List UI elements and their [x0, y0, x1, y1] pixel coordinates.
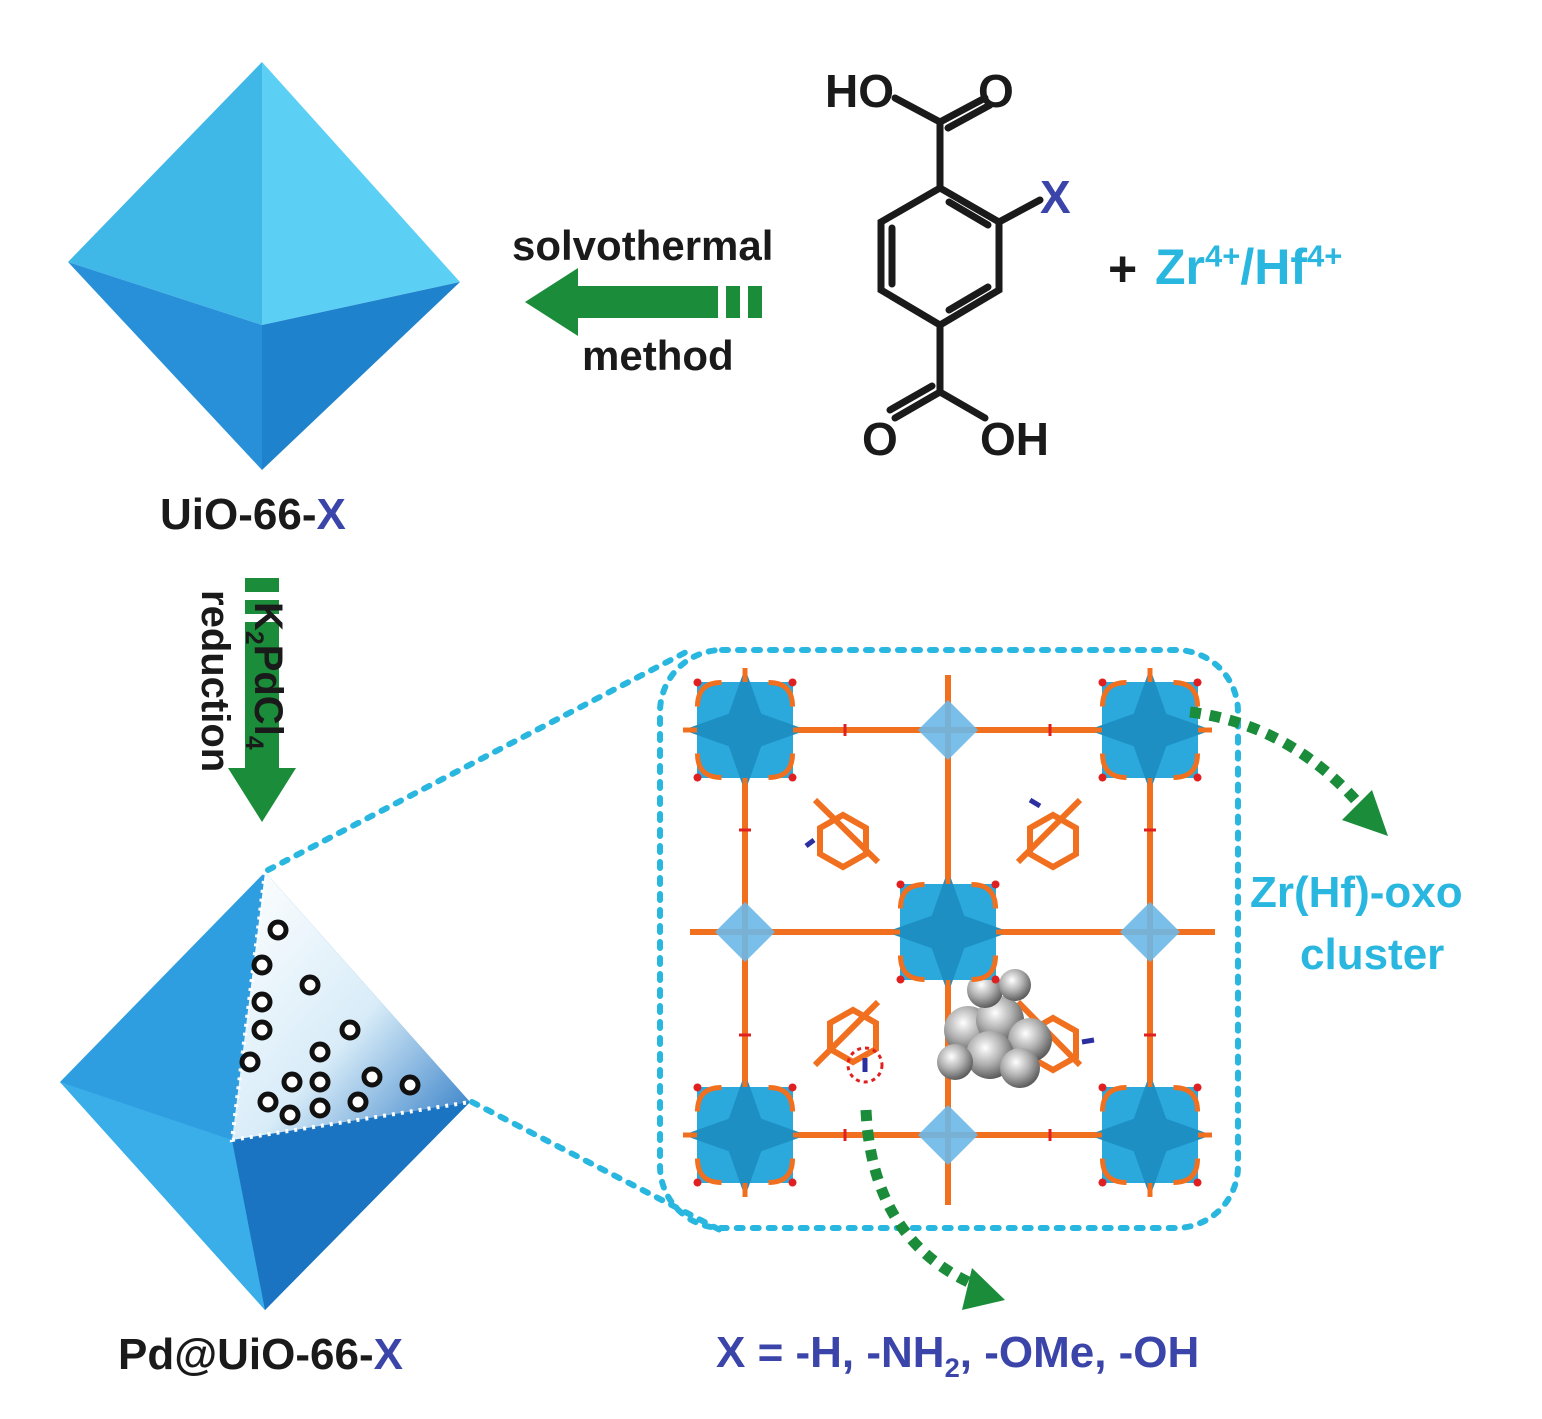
cluster-label-line1: Zr(Hf)-oxo: [1250, 868, 1463, 917]
atom-ho-top: HO: [825, 65, 894, 117]
linker-molecule: [877, 94, 1044, 422]
pd-particle: [309, 1071, 331, 1093]
pd-particle: [347, 1091, 369, 1113]
pd-particle: [257, 1091, 279, 1113]
atom-o-bottom: O: [862, 413, 898, 465]
plus-sign: +: [1108, 241, 1138, 297]
oxo-cluster-node: [1088, 1073, 1212, 1197]
pd-particle: [251, 1019, 273, 1041]
uio66-octahedron: [68, 62, 460, 470]
method-label: method: [582, 332, 734, 379]
pd-particle: [267, 919, 289, 941]
hf-text: /Hf: [1240, 239, 1308, 295]
pdcl-text: PdCl: [246, 644, 290, 736]
cluster-label-line2: cluster: [1300, 930, 1445, 979]
cl-sub-4: 4: [240, 735, 267, 750]
pd-particle: [339, 1019, 361, 1041]
pd-nanoparticles: [239, 919, 421, 1126]
atom-o-top: O: [978, 65, 1014, 117]
pd-particle: [361, 1066, 383, 1088]
pd-particle: [281, 1071, 303, 1093]
uio66-label: UiO-66-X: [160, 490, 346, 540]
pd-particle: [299, 974, 321, 996]
solvothermal-label: solvothermal: [512, 222, 774, 269]
k-text: K: [246, 602, 290, 631]
adsorbed-molecule: [937, 969, 1052, 1088]
pd-uio66-label-prefix: Pd@UiO-66-: [118, 1330, 374, 1379]
zr-text: Zr: [1155, 239, 1205, 295]
pd-uio66-label-x: X: [373, 1330, 403, 1379]
uio66-label-x: X: [316, 490, 346, 539]
pd-particle: [251, 991, 273, 1013]
pd-particle: [399, 1074, 421, 1096]
k-sub-2: 2: [240, 630, 267, 645]
reduction-label: reduction: [193, 590, 237, 773]
pd-particle: [279, 1104, 301, 1126]
oxo-cluster-node: [683, 1073, 807, 1197]
reduction-arrow: [228, 578, 296, 822]
uio66-label-prefix: UiO-66-: [160, 490, 317, 539]
oxo-cluster-node: [683, 668, 807, 792]
atom-x-substituent: X: [1040, 171, 1071, 223]
pd-particle: [239, 1051, 261, 1073]
x-def-sub: 2: [944, 1351, 960, 1383]
pd-particle: [309, 1041, 331, 1063]
x-def-part1: X = -H, -NH: [716, 1328, 945, 1377]
oxo-cluster-node: [1088, 668, 1212, 792]
oxo-cluster-node: [886, 870, 1010, 994]
solvothermal-arrow: [525, 268, 762, 336]
zoom-frame: [657, 647, 1241, 1231]
cluster-pointer-arrow: [1189, 706, 1388, 836]
pd-uio66-label: Pd@UiO-66-X: [118, 1330, 403, 1380]
x-def-part2: , -OMe, -OH: [959, 1328, 1200, 1377]
zr-charge: 4+: [1205, 238, 1241, 274]
hf-charge: 4+: [1307, 238, 1343, 274]
pd-particle: [251, 954, 273, 976]
atom-oh-bottom: OH: [980, 413, 1049, 465]
x-definition-label: X = -H, -NH2, -OMe, -OH: [716, 1328, 1199, 1384]
x-site-highlight: [846, 1046, 884, 1084]
k2pdcl4-label: K2PdCl4: [239, 602, 290, 750]
pd-uio66-octahedron: [60, 871, 471, 1310]
x-site-pointer-arrow: [860, 1109, 1005, 1310]
metal-ions-label: Zr4+/Hf4+: [1155, 238, 1342, 296]
framework-structure: [683, 668, 1215, 1205]
pd-particle: [309, 1097, 331, 1119]
